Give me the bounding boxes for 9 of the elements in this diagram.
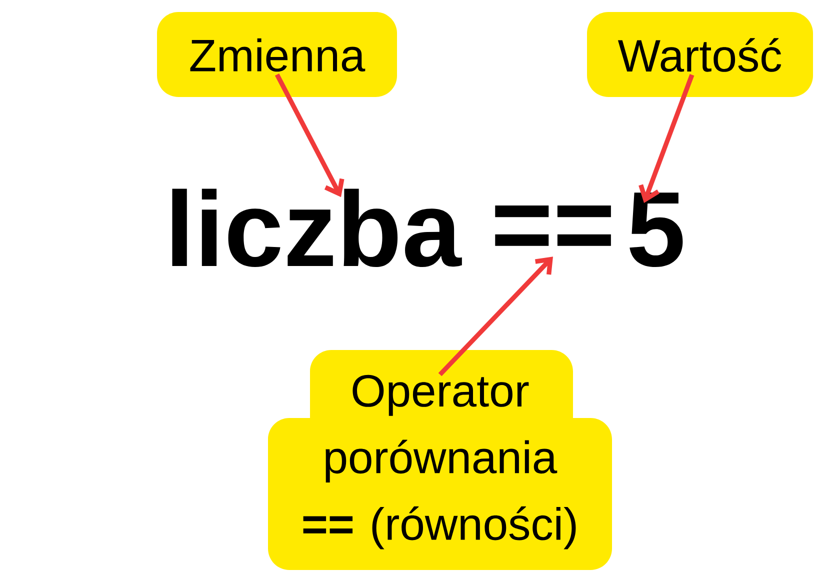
label-box: Operator porównania == (równości)	[268, 350, 612, 570]
arrow	[274, 74, 344, 198]
arrow	[438, 256, 553, 376]
arrow	[638, 74, 694, 204]
code-text: ==	[495, 206, 611, 246]
code-text: 5	[630, 192, 683, 268]
code-text: liczba	[172, 188, 462, 268]
label-box: Zmienna	[157, 12, 397, 97]
label-box: Wartość	[587, 12, 813, 97]
